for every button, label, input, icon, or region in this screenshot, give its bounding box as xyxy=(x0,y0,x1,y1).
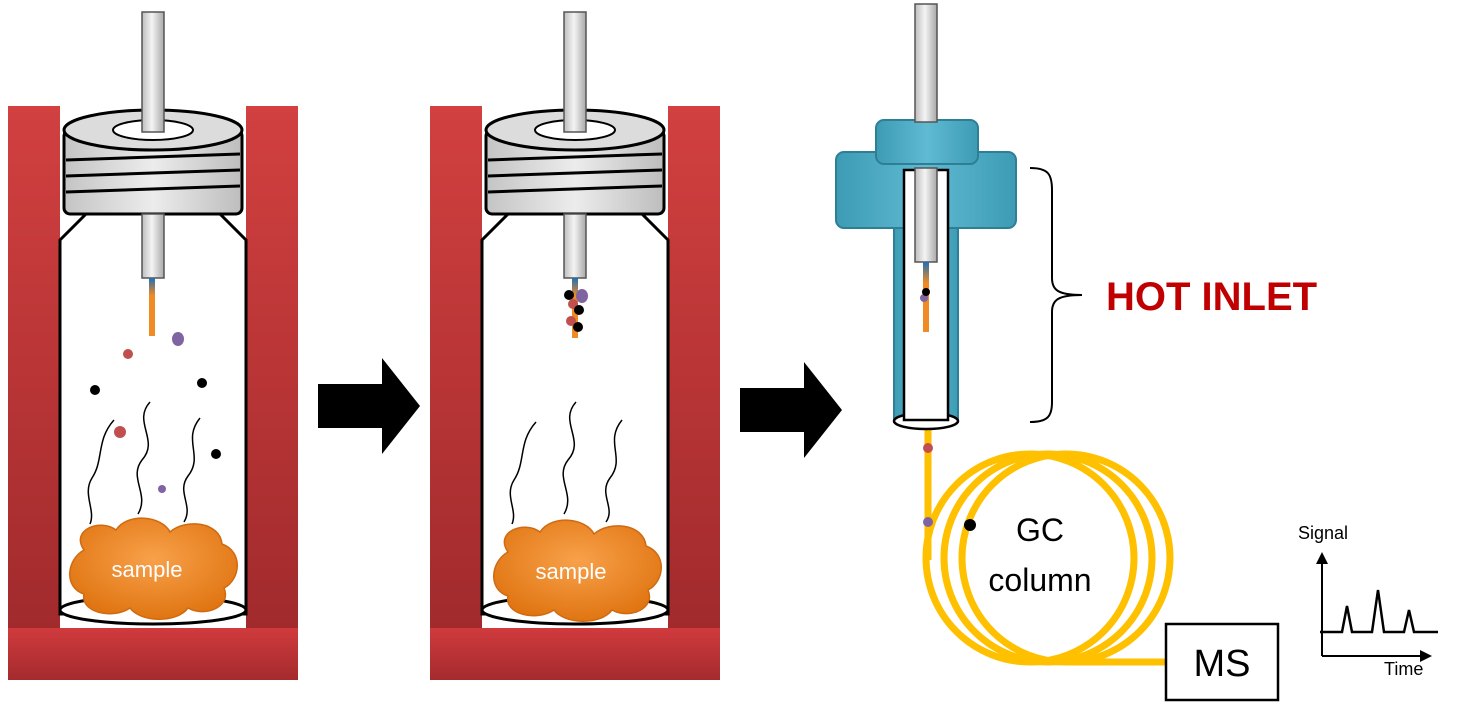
hot-inlet-bracket xyxy=(1029,167,1083,423)
analyte xyxy=(573,322,583,332)
analyte xyxy=(158,485,166,493)
analyte xyxy=(574,305,584,315)
heater-base xyxy=(430,628,720,680)
heater-wall-right xyxy=(668,106,720,638)
sample-blob xyxy=(493,519,662,622)
spme-fiber xyxy=(149,278,155,336)
hot-inlet-label: HOT INLET xyxy=(1106,275,1317,319)
signal-axis-label: Signal xyxy=(1298,523,1348,543)
heater-wall-left xyxy=(430,106,482,638)
spme-needle-inner xyxy=(914,167,938,263)
panel-extraction-start: sample xyxy=(8,11,298,680)
spme-needle xyxy=(141,11,165,133)
analyte xyxy=(197,378,207,388)
heater-base xyxy=(8,628,298,680)
spme-needle xyxy=(563,11,587,133)
analyte xyxy=(922,288,930,296)
inlet-top xyxy=(875,119,979,165)
chromatogram: Signal Time xyxy=(1298,523,1438,679)
sample-label: sample xyxy=(536,559,607,584)
ms-detector xyxy=(1164,622,1280,702)
spme-needle-inner xyxy=(141,213,165,279)
analyte xyxy=(923,443,933,453)
analyte xyxy=(114,426,126,438)
analyte xyxy=(576,289,588,303)
right-arrow-icon xyxy=(740,362,842,458)
analyte xyxy=(923,517,933,527)
right-arrow-icon xyxy=(318,358,420,454)
analyte xyxy=(566,316,576,326)
sample-blob xyxy=(69,517,238,620)
analyte xyxy=(172,332,184,346)
ms-label: MS xyxy=(1194,643,1251,685)
gc-column xyxy=(922,420,1174,666)
analyte xyxy=(964,519,976,531)
analyte xyxy=(90,385,100,395)
panel-extraction-adsorbed: sample xyxy=(430,11,720,680)
heater-wall-left xyxy=(8,106,60,638)
spme-needle xyxy=(914,3,938,123)
chromatogram-trace xyxy=(1320,589,1438,634)
analyte xyxy=(564,290,574,300)
analyte xyxy=(123,349,133,359)
panel-desorption-gcms: GC column HOT INLET MS Signal Time xyxy=(835,3,1438,702)
gc-column-label-line1: GC xyxy=(1016,512,1064,548)
sample-label: sample xyxy=(112,557,183,582)
gc-column-label-line2: column xyxy=(988,562,1091,598)
time-axis-label: Time xyxy=(1384,659,1423,679)
spme-needle-inner xyxy=(563,213,587,279)
analyte xyxy=(211,449,221,459)
heater-wall-right xyxy=(246,106,298,638)
